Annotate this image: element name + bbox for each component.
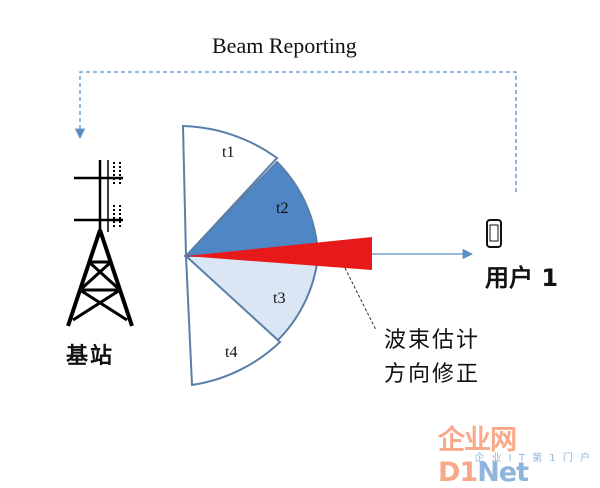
sector-t1 xyxy=(181,124,279,259)
tower-icon xyxy=(66,160,134,327)
beam-diagram xyxy=(66,71,517,387)
slot-label-t3: t3 xyxy=(273,290,286,307)
annotation-line-1: 波束估计 xyxy=(384,328,481,353)
watermark-brand-d1: D1 xyxy=(438,457,478,488)
sector-fan xyxy=(181,124,320,387)
beam-reporting-label: Beam Reporting xyxy=(212,33,357,58)
slot-label-t2: t2 xyxy=(276,200,289,217)
sector-t4 xyxy=(184,253,282,387)
slot-label-t4: t4 xyxy=(225,344,238,361)
phone-icon xyxy=(486,219,502,248)
beam-reporting-path xyxy=(74,71,517,192)
annotation-line-2: 方向修正 xyxy=(384,362,481,387)
slot-label-t1: t1 xyxy=(222,144,235,161)
watermark-brand-main: 企业网 xyxy=(438,425,517,456)
annotation-leader xyxy=(344,267,377,331)
base-station-label: 基站 xyxy=(66,344,115,369)
watermark-logo: 企业网D1Net 企 业 I T 第 1 门 户 xyxy=(438,418,598,488)
estimated-beam xyxy=(186,237,372,270)
watermark-subtitle: 企 业 I T 第 1 门 户 xyxy=(474,453,592,464)
ue-label: 用户 1 xyxy=(485,264,559,292)
